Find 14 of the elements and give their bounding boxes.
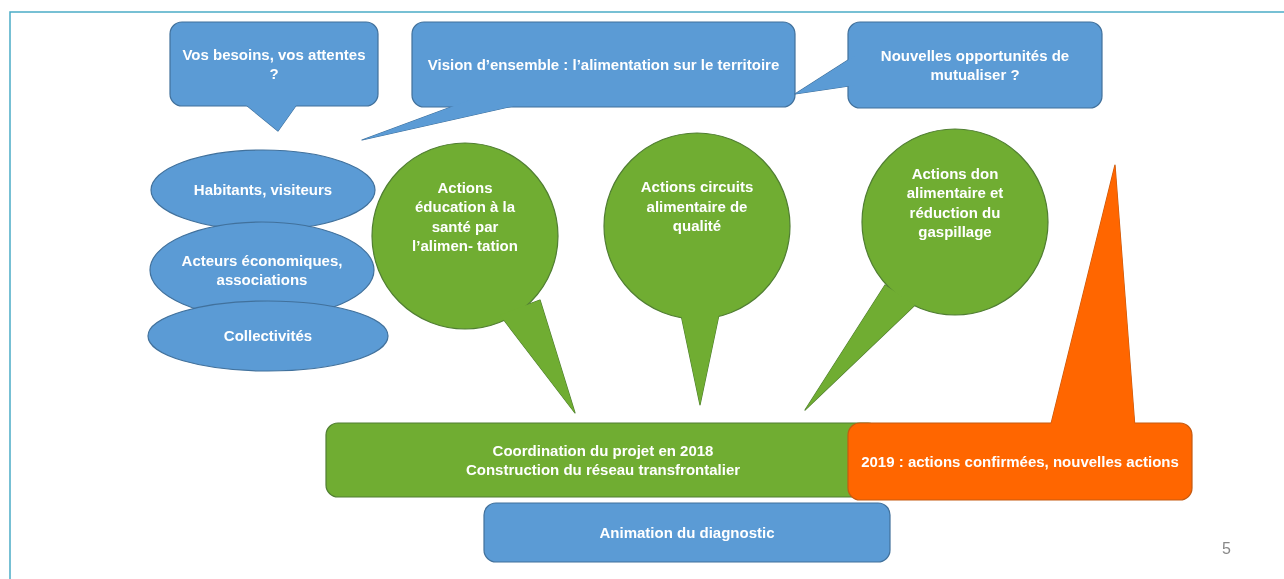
node-label: Actions éducation à la santé par l’alimen- tation bbox=[411, 177, 519, 256]
node-label: Nouvelles opportunités de mutualiser ? bbox=[879, 45, 1071, 85]
node-label: Actions don alimentaire et réduction du gaspillage bbox=[905, 163, 1005, 242]
node-label: Habitants, visiteurs bbox=[193, 180, 333, 200]
node-label: Collectivités bbox=[223, 326, 313, 346]
node-label: Actions circuits alimentaire de qualité bbox=[639, 177, 755, 236]
node-label: 2019 : actions confirmées, nouvelles actions bbox=[861, 451, 1179, 472]
node-label: Coordination du projet en 2018 bbox=[492, 440, 714, 460]
page-number: 5 bbox=[1222, 540, 1231, 558]
node-label: Construction du réseau transfrontalier bbox=[465, 460, 741, 480]
node-label: Vision d’ensemble : l’alimentation sur le territoire bbox=[427, 54, 780, 75]
node-label: Animation du diagnostic bbox=[599, 522, 775, 543]
node-label: Vos besoins, vos attentes ? bbox=[181, 44, 367, 84]
node-label: Acteurs économiques, associations bbox=[180, 250, 344, 290]
